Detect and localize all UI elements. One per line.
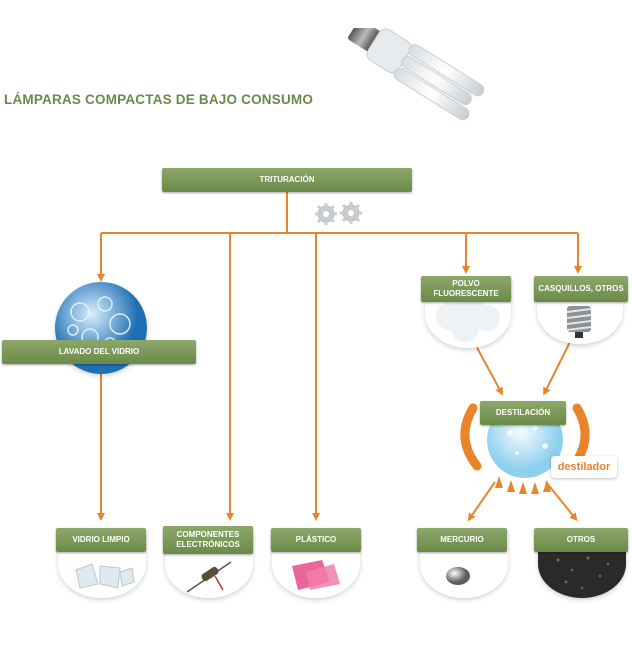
plastico-box: PLÁSTICO xyxy=(271,528,361,552)
destilacion-box: DESTILACIÓN xyxy=(480,401,566,425)
casquillos-box: CASQUILLOS, OTROS xyxy=(534,276,628,302)
trituracion-box: TRITURACIÓN xyxy=(162,168,412,192)
mercurio-box: MERCURIO xyxy=(417,528,507,552)
cfl-bulb-icon xyxy=(348,28,485,121)
lavado-box: LAVADO DEL VIDRIO xyxy=(2,340,196,364)
polvo-box: POLVO FLUORESCENTE xyxy=(421,276,511,302)
otros-box: OTROS xyxy=(534,528,628,552)
vidrio-limpio-box: VIDRIO LIMPIO xyxy=(56,528,146,552)
destilador-label: destilador xyxy=(551,456,617,478)
page-title: LÁMPARAS COMPACTAS DE BAJO CONSUMO xyxy=(4,92,314,107)
gears-icon xyxy=(315,202,362,225)
componentes-box: COMPONENTES ELECTRÓNICOS xyxy=(163,526,253,554)
